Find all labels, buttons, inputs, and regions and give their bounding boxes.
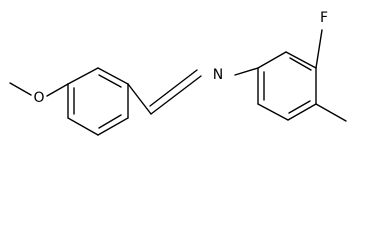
bond-c-f: [315, 29, 323, 69]
bond-methyl: [315, 103, 347, 122]
bond-ring1-c1-c2: [97, 67, 129, 85]
double-bond-ring1-c: [98, 114, 122, 129]
double-bond-ring1-a: [98, 74, 122, 88]
bond-ring2-c2-c3: [285, 51, 317, 69]
imine-linkage: [127, 67, 259, 115]
bond-ring2-n: [234, 67, 259, 76]
bond-ch-ring1: [127, 83, 152, 115]
double-bond-ring2-a: [289, 57, 312, 71]
bond-ring1-c2-c3: [67, 67, 99, 85]
molecule-canvas: N F O: [9, 10, 347, 136]
bond-o-ch3: [9, 82, 32, 96]
fluoromethylphenyl-ring: [257, 29, 347, 122]
atom-oxygen: O: [33, 90, 44, 106]
double-bond-n-ch: [149, 69, 198, 107]
bond-c-o: [46, 83, 69, 97]
methoxyphenyl-ring: [9, 67, 129, 136]
bond-ring1-c5-c6: [97, 117, 129, 136]
bond-n-ch: [150, 75, 202, 115]
bond-ring2-c5-c6: [257, 103, 289, 121]
atom-fluorine: F: [320, 10, 328, 26]
double-bond-ring2-b: [288, 100, 311, 114]
bond-ring2-c1-c2: [257, 51, 287, 69]
molecule-structure: N F O: [9, 10, 347, 136]
bond-ring1-c4-c5: [67, 117, 99, 136]
bond-ring2-c4-c5: [287, 103, 317, 121]
atom-nitrogen: N: [213, 67, 223, 83]
